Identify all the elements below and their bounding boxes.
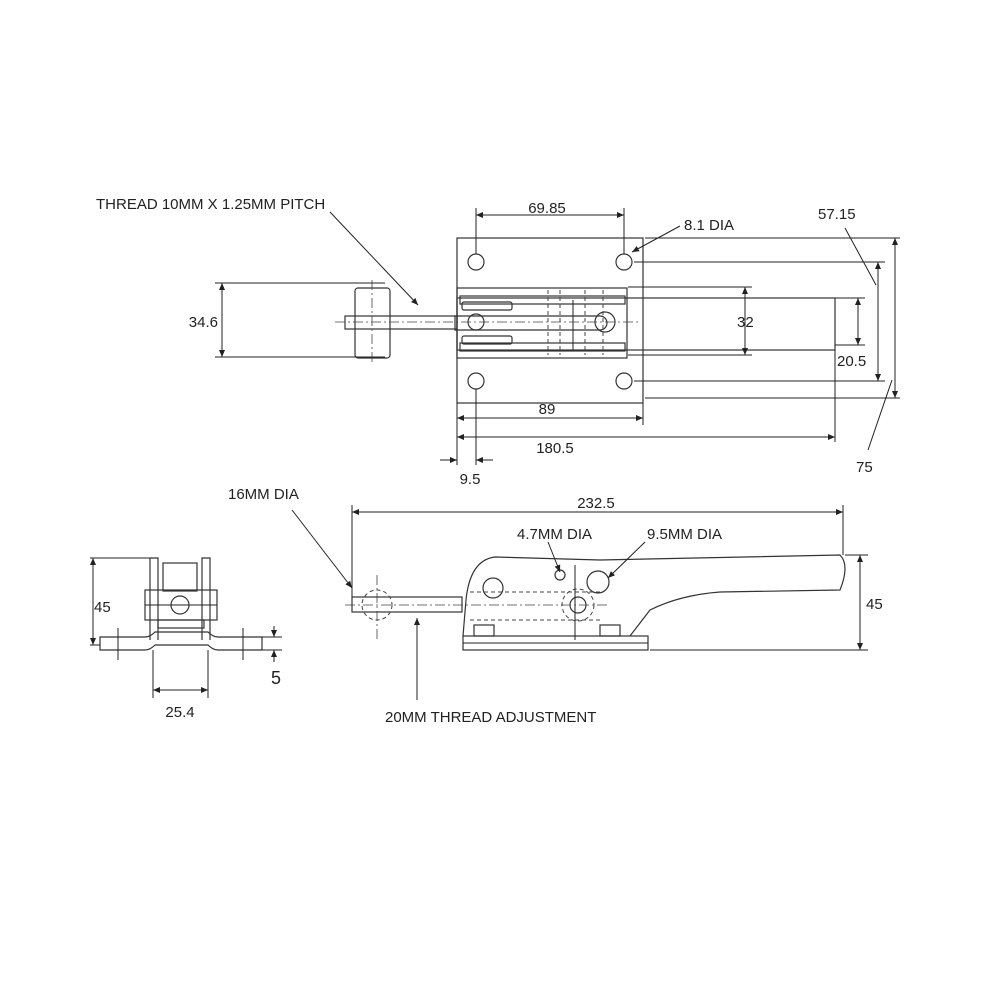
side-view: 232.5 16MM DIA 4.7MM DIA 9.5MM DIA 45 20… bbox=[228, 486, 883, 726]
dim-knob-width: 34.6 bbox=[189, 314, 218, 331]
dim-base-width: 25.4 bbox=[165, 704, 194, 721]
dim-side-height: 45 bbox=[866, 596, 883, 613]
side-spindle bbox=[351, 596, 463, 613]
dim-plate-length: 89 bbox=[539, 401, 556, 418]
dim-ball-dia: 16MM DIA bbox=[228, 486, 299, 503]
handle-bar bbox=[456, 297, 836, 351]
dim-hole-dia: 8.1 DIA bbox=[684, 217, 734, 234]
dim-arm-width: 32 bbox=[737, 314, 754, 331]
dim-side-length: 232.5 bbox=[577, 495, 615, 512]
dim-small-hole: 4.7MM DIA bbox=[517, 526, 592, 543]
dim-bar-width: 20.5 bbox=[837, 353, 866, 370]
dim-plate-thickness: 5 bbox=[271, 668, 281, 688]
threaded-spindle bbox=[344, 315, 458, 330]
end-base bbox=[99, 631, 263, 651]
dim-hole-offset: 9.5 bbox=[460, 471, 481, 488]
top-view: 69.85 8.1 DIA 57.15 75 34.6 32 20.5 89 1… bbox=[96, 196, 900, 488]
dim-end-height: 45 bbox=[94, 599, 111, 616]
dim-plate-height: 75 bbox=[856, 459, 873, 476]
dim-large-hole: 9.5MM DIA bbox=[647, 526, 722, 543]
end-view: 45 25.4 5 bbox=[90, 557, 282, 721]
dim-overall-length: 180.5 bbox=[536, 440, 574, 457]
handle-body bbox=[462, 554, 846, 637]
thread-label: THREAD 10MM X 1.25MM PITCH bbox=[96, 196, 325, 213]
latch-arm bbox=[454, 315, 608, 331]
thread-adjustment-label: 20MM THREAD ADJUSTMENT bbox=[385, 709, 596, 726]
dim-hole-pitch: 57.15 bbox=[818, 206, 856, 223]
dim-hole-spacing: 69.85 bbox=[528, 200, 566, 217]
knob bbox=[354, 287, 391, 359]
